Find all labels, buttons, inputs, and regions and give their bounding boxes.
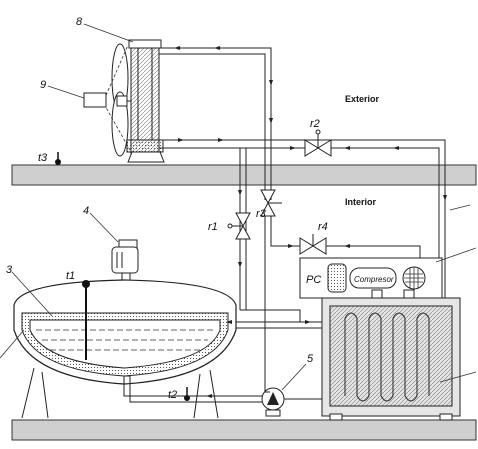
fan-coil-unit [126,39,165,163]
flow-arrows [174,46,447,398]
valve-icon[interactable] [227,212,251,240]
thermometer-icon [82,280,90,360]
heat-pump-unit [299,257,461,421]
thermometer-icon [55,152,61,165]
interior-label: Interior [345,197,377,207]
t1-label: t1 [66,270,75,282]
pc-label: PC [306,274,321,286]
fan-motor-label: 9 [40,79,46,91]
pump-label: 5 [307,353,314,365]
fan-motor [83,92,107,108]
kettle [13,279,237,419]
r2-label: r2 [310,118,320,130]
floor-slab [11,419,477,441]
fan-coil-label: 8 [76,16,83,28]
wall-slab [11,164,477,186]
t2-label: t2 [168,389,177,401]
compressor-label: Compresor [354,275,394,284]
stirrer-motor-label: 4 [83,205,89,217]
r4-label: r4 [318,221,328,233]
r1-label: r1 [208,221,218,233]
valve-icon[interactable] [260,189,282,217]
valve-icon[interactable] [304,129,332,157]
kettle-label: 3 [6,264,13,276]
fan-icon [103,43,131,157]
valve-icon[interactable] [299,234,327,255]
compressor-box [349,267,397,289]
t3-label: t3 [38,152,48,164]
r3-label: r3 [256,208,267,220]
compressor-body [327,263,347,293]
exterior-label: Exterior [345,94,380,104]
thermometer-icon [184,387,190,401]
